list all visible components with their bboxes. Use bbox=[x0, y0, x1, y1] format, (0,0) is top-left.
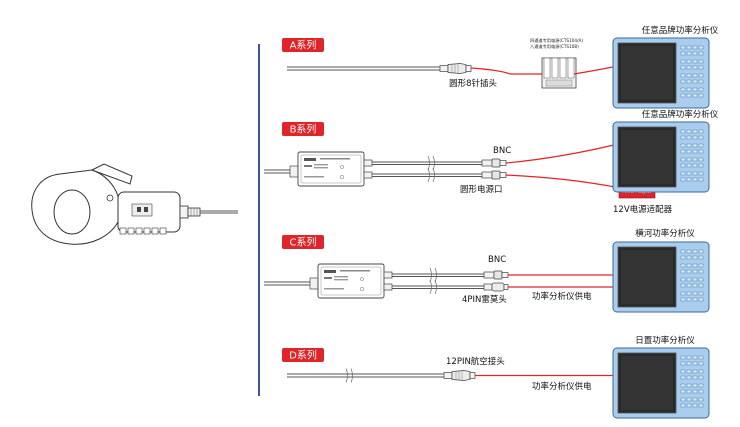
series-b: B系列 BNC 圆形电源口 DC 12V Power Adapter 12V电源… bbox=[264, 109, 719, 215]
series-a-power-analyzer bbox=[612, 37, 710, 109]
series-a-badge bbox=[282, 38, 324, 52]
series-c: C系列 BNC 4PIN雷莫头 功率分析仪供电 横河功率分析仪 bbox=[264, 228, 710, 313]
series-b-red-cable-power bbox=[505, 174, 621, 189]
series-b-round-power-port bbox=[481, 170, 507, 180]
series-b-red-cable-signal bbox=[505, 143, 619, 164]
series-a-red-cable-out bbox=[573, 65, 619, 75]
series-b-conditioning-module bbox=[297, 151, 365, 187]
series-c-pin-label: 4PIN雷莫头 bbox=[462, 294, 507, 305]
series-d-power-label: 功率分析仪供电 bbox=[532, 381, 592, 392]
series-a-box-line2: 八通道专用电源(CTS108) bbox=[530, 43, 579, 50]
series-c-analyzer-title: 横河功率分析仪 bbox=[635, 228, 695, 239]
series-d: D系列 12PIN航空接头 功率分析仪供电 日置功率分析仪 bbox=[282, 335, 710, 419]
series-c-power-label: 功率分析仪供电 bbox=[532, 291, 592, 302]
series-c-4pin-lemo-connector bbox=[483, 282, 509, 292]
series-a-connector-label: 圆形8针插头 bbox=[449, 78, 497, 89]
series-c-bnc-connector bbox=[483, 270, 509, 280]
series-a-box-line1: 四通道专用电源(CTS104/A) bbox=[530, 37, 583, 44]
series-d-12pin-aviation-connector bbox=[443, 370, 476, 381]
series-d-badge-text: D系列 bbox=[289, 349, 317, 362]
series-c-bnc-label: BNC bbox=[488, 255, 506, 265]
series-d-power-analyzer bbox=[612, 347, 710, 419]
series-b-analyzer-title: 任意品牌功率分析仪 bbox=[642, 109, 719, 120]
series-a-badge-text: A系列 bbox=[290, 39, 317, 52]
series-a-red-cable-in bbox=[470, 67, 545, 75]
series-c-power-analyzer bbox=[612, 241, 710, 313]
series-c-badge-text: C系列 bbox=[290, 236, 317, 249]
series-c-badge bbox=[282, 235, 324, 249]
series-b-power-port-label: 圆形电源口 bbox=[460, 184, 503, 195]
series-d-connector-label: 12PIN航空接头 bbox=[446, 356, 505, 367]
series-b-bnc-connector bbox=[481, 158, 507, 168]
series-b-bnc-label: BNC bbox=[493, 146, 511, 156]
series-a-analyzer-title: 任意品牌功率分析仪 bbox=[642, 25, 719, 36]
series-c-conditioning-module bbox=[317, 263, 385, 299]
series-a: A系列 圆形8针插头 四通道专用电源(CTS104/A) 八通道专用电源(CTS… bbox=[282, 25, 719, 109]
series-a-power-supply-box bbox=[541, 57, 577, 89]
series-b-badge-text: B系列 bbox=[290, 123, 317, 136]
series-b-adapter-label: 12V电源适配器 bbox=[613, 204, 673, 215]
current-clamp-sensor bbox=[31, 163, 238, 245]
series-b-power-analyzer bbox=[612, 121, 710, 193]
series-d-analyzer-title: 日置功率分析仪 bbox=[635, 335, 695, 346]
series-b-badge bbox=[282, 122, 324, 136]
series-d-badge bbox=[282, 348, 324, 362]
series-a-round-8pin-plug bbox=[439, 63, 472, 74]
